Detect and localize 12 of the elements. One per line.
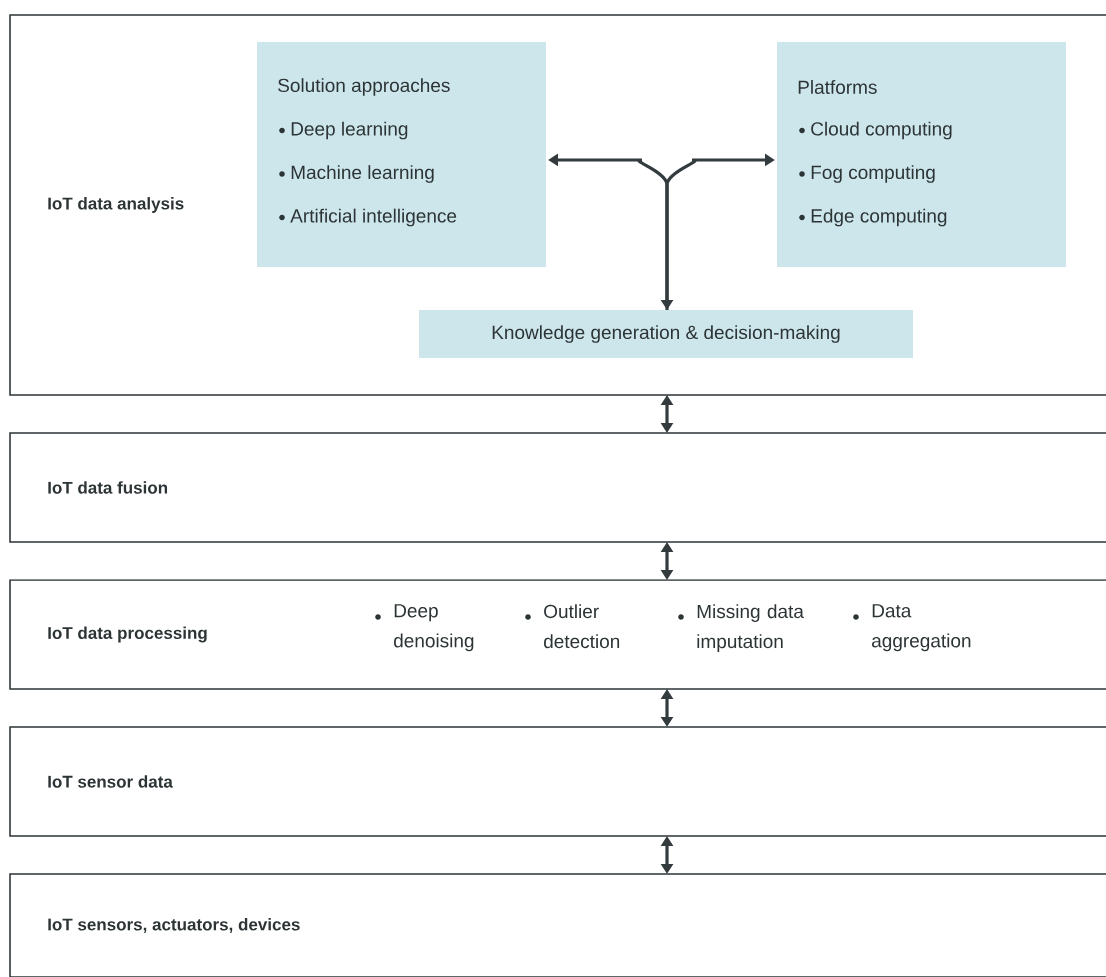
process-box: Knowledge generation & decision-making xyxy=(419,310,913,358)
node-label: Data aggregation xyxy=(872,604,971,652)
layer-band: IoT data processing Deep denoising Outlier detection Missing data imputation Data aggregation xyxy=(9,579,1106,690)
layer-band: IoT sensor data xyxy=(9,726,1106,837)
layer-band: IoT data fusion xyxy=(9,432,1106,543)
node-label: IoT data processing xyxy=(48,626,207,643)
layer-band: IoT sensors, actuators, devices xyxy=(9,873,1106,977)
node-label: Outlier detection xyxy=(544,604,620,649)
node-label: Missing data imputation xyxy=(697,604,804,652)
node-label: Deep denoising xyxy=(394,604,474,652)
info-box: Platforms Cloud computing Fog computing Edge computing xyxy=(777,42,1066,267)
info-box: Solution approaches Deep learning Machine learning Artificial intelligence xyxy=(257,42,546,267)
